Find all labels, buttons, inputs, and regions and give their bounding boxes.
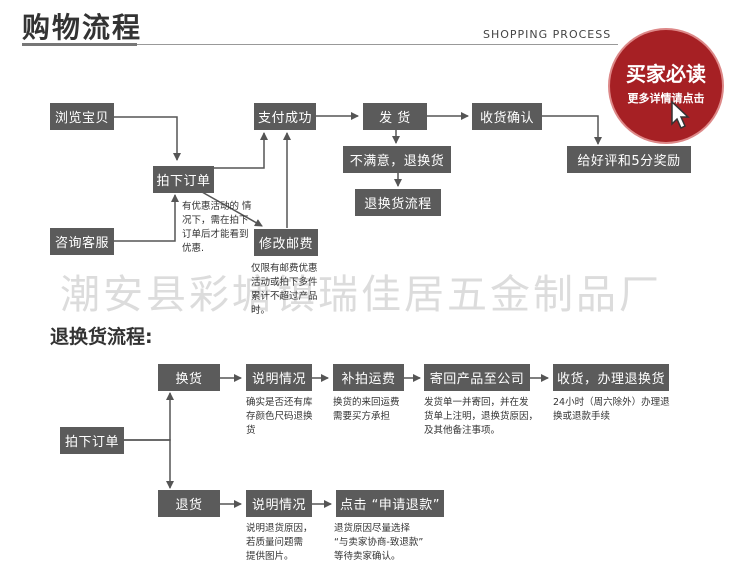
note-explain1: 确实是否还有库 存颜色尺码退换 货	[246, 396, 313, 438]
note-line: 活动或拍下多件	[251, 277, 318, 288]
note-line: 存颜色尺码退换	[246, 411, 313, 422]
note-line: 订单后才能看到	[182, 229, 249, 240]
note-line: 退货原因尽量选择	[334, 523, 411, 534]
note-line: 换或退款手续	[553, 411, 611, 422]
note-line: 等待卖家确认。	[334, 551, 401, 562]
note-receive: 24小时（周六除外）办理退 换或退款手续	[553, 396, 670, 424]
title-divider	[22, 44, 618, 45]
return-step-explain2: 说明情况	[246, 490, 312, 517]
note-pay-shipping: 换货的来回运费 需要买方承担	[333, 396, 400, 424]
title-underline	[22, 43, 137, 46]
return-step-exchange: 换货	[158, 364, 220, 391]
step-consult: 咨询客服	[50, 228, 114, 255]
note-line: 况下，需在拍下	[182, 215, 249, 226]
note-line: 提供图片。	[246, 551, 294, 562]
return-step-apply-refund: 点击 “申请退款”	[336, 490, 444, 517]
page-title: 购物流程	[22, 11, 143, 44]
step-browse: 浏览宝贝	[50, 103, 114, 130]
note-discount: 有优惠活动的 情 况下，需在拍下 订单后才能看到 优惠.	[182, 200, 252, 256]
step-ship: 发 货	[363, 103, 427, 130]
note-apply-refund: 退货原因尽量选择 “与卖家协商-致退款” 等待卖家确认。	[334, 522, 423, 564]
note-line: 换货的来回运费	[333, 397, 400, 408]
step-return-process: 退换货流程	[355, 189, 441, 216]
note-line: 有优惠活动的 情	[182, 201, 252, 212]
note-line: 需要买方承担	[333, 411, 391, 422]
note-line: 时。	[251, 305, 271, 316]
return-step-send-back: 寄回产品至公司	[424, 364, 530, 391]
buyer-notice-badge[interactable]: 买家必读 更多详情请点击	[610, 30, 722, 142]
return-step-receive: 收货，办理退换货	[553, 364, 669, 391]
note-line: 说明退货原因，	[246, 523, 313, 534]
return-step-pay-shipping: 补拍运费	[333, 364, 404, 391]
note-send-back: 发货单一并寄回，并在发 货单上注明，退换货原因， 及其他备注事项。	[424, 396, 538, 438]
return-step-explain1: 说明情况	[246, 364, 312, 391]
step-pay-success: 支付成功	[254, 103, 316, 130]
step-unsatisfied: 不满意，退换货	[343, 146, 451, 173]
page-subtitle: SHOPPING PROCESS	[483, 28, 612, 41]
cursor-icon	[671, 100, 690, 130]
note-line: 累计不超过产品	[251, 291, 318, 302]
note-line: 优惠.	[182, 243, 205, 254]
note-line: 若质量问题需	[246, 537, 304, 548]
return-step-order: 拍下订单	[60, 427, 124, 454]
watermark-text: 潮安县彩塘镇瑞佳居五金制品厂	[60, 272, 662, 318]
return-step-refund: 退货	[158, 490, 220, 517]
step-modify-postage: 修改邮费	[254, 229, 318, 256]
note-line: 货	[246, 425, 256, 436]
note-line: 确实是否还有库	[246, 397, 313, 408]
step-order: 拍下订单	[153, 166, 214, 193]
step-review: 给好评和5分奖励	[567, 146, 691, 173]
badge-subtitle: 更多详情请点击	[627, 92, 705, 105]
badge-title: 买家必读	[626, 62, 706, 86]
step-confirm: 收货确认	[472, 103, 542, 130]
note-line: 发货单一并寄回，并在发	[424, 397, 529, 408]
note-line: 24小时（周六除外）办理退	[553, 397, 670, 408]
return-flow-title: 退换货流程:	[50, 326, 153, 348]
note-postage: 仅限有邮费优惠 活动或拍下多件 累计不超过产品 时。	[251, 262, 318, 318]
note-line: 及其他备注事项。	[424, 425, 501, 436]
note-line: “与卖家协商-致退款”	[334, 537, 424, 548]
note-line: 仅限有邮费优惠	[251, 263, 318, 274]
note-explain2: 说明退货原因， 若质量问题需 提供图片。	[246, 522, 313, 564]
note-line: 货单上注明，退换货原因，	[424, 411, 539, 422]
